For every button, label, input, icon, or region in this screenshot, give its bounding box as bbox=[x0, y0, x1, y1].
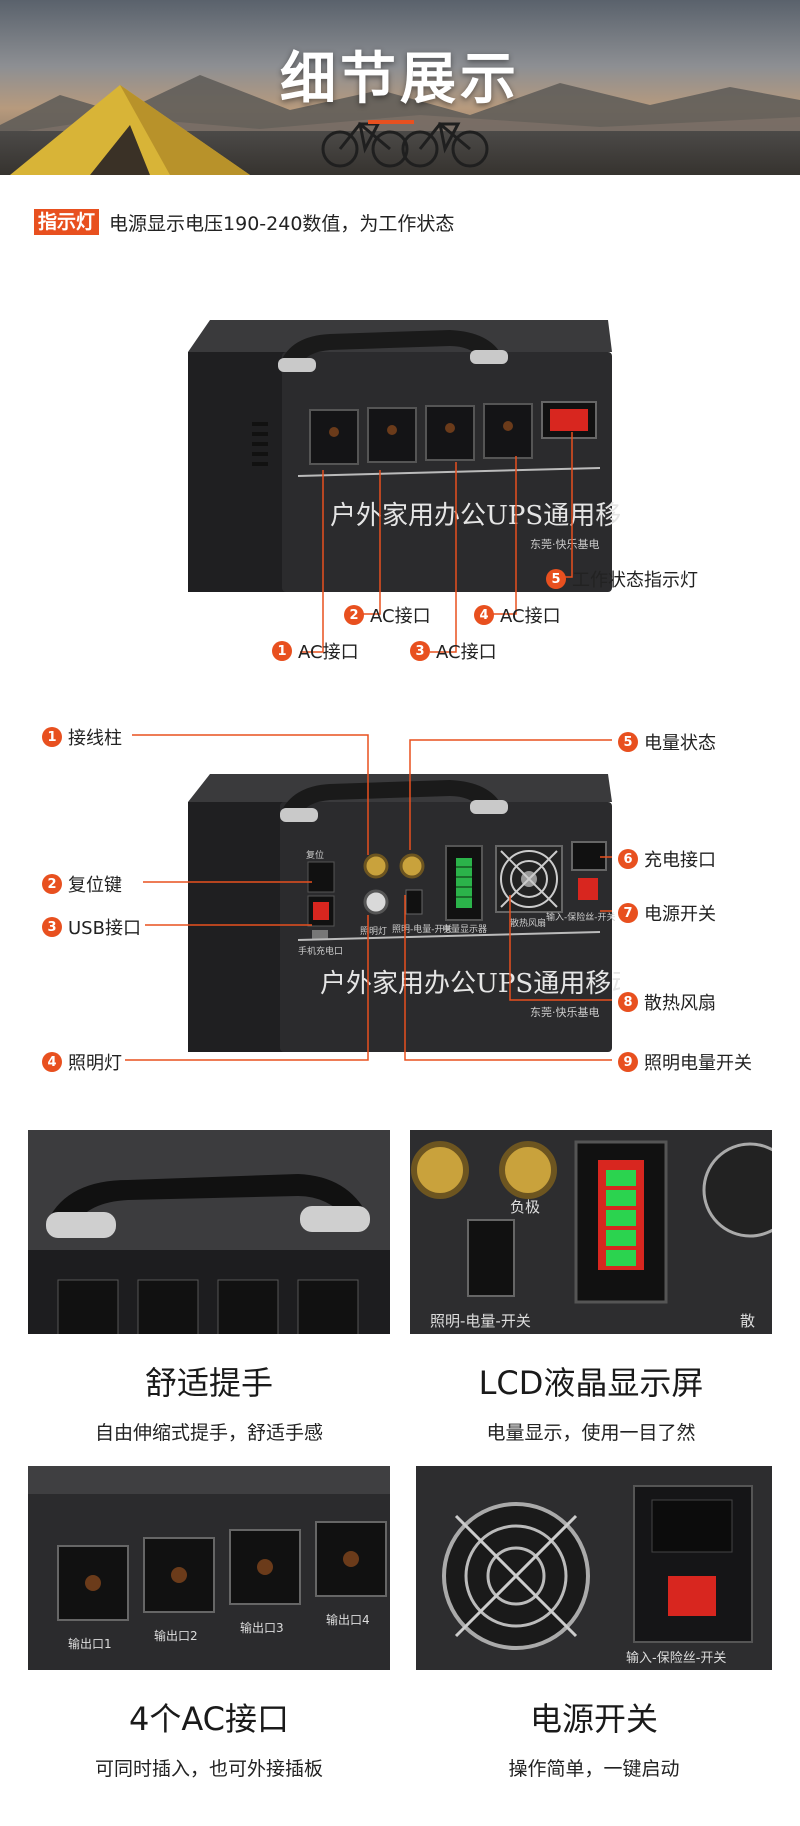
back-callout-7: 7 电源开关 bbox=[618, 900, 716, 926]
feature-subtitle: 可同时插入，也可外接插板 bbox=[94, 1758, 323, 1780]
callout-number: 2 bbox=[42, 874, 62, 894]
back-panel-text-usb: 手机充电口 bbox=[298, 945, 343, 957]
feature-photo-lcd: 负极 照明-电量-开关 散 bbox=[410, 1130, 772, 1334]
front-device-image: 户外家用办公UPS通用移动电源 东莞·快乐基电 bbox=[188, 320, 620, 592]
callout-label: AC接口 bbox=[370, 606, 431, 627]
feature-photo-handle bbox=[28, 1130, 390, 1334]
feature-handle: 舒适提手 自由伸缩式提手，舒适手感 bbox=[28, 1130, 390, 1445]
hero-banner: 细节展示 bbox=[0, 0, 800, 175]
back-callout-1: 1 接线柱 bbox=[42, 724, 122, 750]
feature-photo-power-switch: 输入-保险丝-开关 bbox=[416, 1466, 772, 1670]
callout-label: 复位键 bbox=[68, 875, 122, 896]
callout-label: USB接口 bbox=[68, 918, 141, 939]
bicycles-graphic bbox=[321, 121, 489, 168]
feature-subtitle: 操作简单，一键启动 bbox=[508, 1758, 680, 1780]
back-callout-2: 2 复位键 bbox=[42, 871, 122, 897]
callout-label: 接线柱 bbox=[68, 728, 122, 749]
callout-number: 3 bbox=[42, 917, 62, 937]
callout-number: 3 bbox=[410, 641, 430, 661]
callout-label: 照明电量开关 bbox=[644, 1053, 752, 1074]
callout-label: 散热风扇 bbox=[644, 993, 716, 1014]
power-switch-photo-graphic: 输入-保险丝-开关 bbox=[416, 1466, 772, 1670]
feature-title: LCD液晶显示屏 bbox=[478, 1364, 704, 1402]
callout-label: AC接口 bbox=[436, 642, 497, 663]
lcd-photo-text-switch: 照明-电量-开关 bbox=[430, 1312, 531, 1330]
back-panel-text-input: 输入-保险丝-开关 bbox=[546, 911, 616, 923]
page-title: 细节展示 bbox=[280, 47, 520, 112]
front-callout-4: 4 AC接口 bbox=[474, 602, 561, 628]
callout-number: 7 bbox=[618, 903, 638, 923]
feature-subtitle: 自由伸缩式提手，舒适手感 bbox=[94, 1422, 323, 1444]
feature-title: 舒适提手 bbox=[144, 1364, 273, 1402]
back-panel-text-reset: 复位 bbox=[306, 849, 324, 861]
callout-label: AC接口 bbox=[500, 606, 561, 627]
callout-number: 6 bbox=[618, 849, 638, 869]
back-callout-6: 6 充电接口 bbox=[618, 846, 716, 872]
callout-label: 充电接口 bbox=[644, 850, 716, 871]
callout-number: 4 bbox=[474, 605, 494, 625]
callout-label: 工作状态指示灯 bbox=[572, 570, 698, 591]
lcd-photo-graphic: 负极 照明-电量-开关 散 bbox=[410, 1130, 772, 1334]
callout-label: AC接口 bbox=[298, 642, 359, 663]
socket-photo-label-3: 输出口3 bbox=[240, 1620, 284, 1635]
sockets-photo-graphic: 输出口1 输出口2 输出口3 输出口4 bbox=[28, 1466, 390, 1670]
front-callout-2: 2 AC接口 bbox=[344, 602, 431, 628]
callout-number: 8 bbox=[618, 992, 638, 1012]
feature-ac-sockets: 输出口1 输出口2 输出口3 输出口4 4个AC接口 可同时插入，也可外接插板 bbox=[28, 1466, 390, 1781]
back-callout-9: 9 照明电量开关 bbox=[618, 1049, 752, 1075]
indicator-description: 指示灯 电源显示电压190-240数值，为工作状态 bbox=[34, 208, 454, 236]
callout-number: 9 bbox=[618, 1052, 638, 1072]
back-callout-8: 8 散热风扇 bbox=[618, 989, 716, 1015]
callout-label: 电源开关 bbox=[644, 904, 716, 925]
feature-power-switch: 输入-保险丝-开关 电源开关 操作简单，一键启动 bbox=[416, 1466, 772, 1781]
indicator-tag: 指示灯 bbox=[34, 209, 100, 235]
socket-photo-label-1: 输出口1 bbox=[68, 1636, 112, 1651]
back-callout-3: 3 USB接口 bbox=[42, 914, 141, 940]
front-callout-1: 1 AC接口 bbox=[272, 638, 359, 664]
callout-number: 5 bbox=[546, 569, 566, 589]
back-panel-label: 户外家用办公UPS通用移动电源 bbox=[320, 969, 620, 999]
callout-number: 5 bbox=[618, 732, 638, 752]
callout-number: 2 bbox=[344, 605, 364, 625]
front-panel-label: 户外家用办公UPS通用移动电源 bbox=[330, 501, 620, 531]
front-callout-5: 5 工作状态指示灯 bbox=[546, 566, 698, 592]
handle-photo-graphic bbox=[28, 1130, 390, 1334]
feature-subtitle: 电量显示，使用一目了然 bbox=[486, 1422, 696, 1444]
callout-label: 电量状态 bbox=[644, 733, 716, 754]
feature-title: 4个AC接口 bbox=[128, 1700, 290, 1738]
back-brand-label: 东莞·快乐基电 bbox=[530, 1006, 600, 1019]
front-brand-label: 东莞·快乐基电 bbox=[530, 538, 600, 551]
indicator-text: 电源显示电压190-240数值，为工作状态 bbox=[109, 212, 455, 235]
socket-photo-label-4: 输出口4 bbox=[326, 1612, 370, 1627]
lcd-photo-text-fan: 散 bbox=[740, 1312, 755, 1330]
title-underline bbox=[368, 120, 414, 124]
back-device-image: 复位 手机充电口 照明灯 照明-电量-开关 电量显示器 散热风扇 输入-保险丝-… bbox=[188, 774, 620, 1052]
callout-number: 4 bbox=[42, 1052, 62, 1072]
power-photo-text: 输入-保险丝-开关 bbox=[626, 1650, 726, 1666]
back-panel-text-fan: 散热风扇 bbox=[510, 917, 546, 929]
socket-photo-label-2: 输出口2 bbox=[154, 1628, 198, 1643]
callout-number: 1 bbox=[272, 641, 292, 661]
callout-label: 照明灯 bbox=[68, 1053, 122, 1074]
tent-graphic bbox=[10, 85, 250, 175]
callout-number: 1 bbox=[42, 727, 62, 747]
front-callout-3: 3 AC接口 bbox=[410, 638, 497, 664]
lcd-photo-text-negative: 负极 bbox=[510, 1198, 540, 1216]
back-panel-text-light: 照明灯 bbox=[360, 926, 387, 937]
feature-photo-sockets: 输出口1 输出口2 输出口3 输出口4 bbox=[28, 1466, 390, 1670]
back-callout-4: 4 照明灯 bbox=[42, 1049, 122, 1075]
back-callout-5: 5 电量状态 bbox=[618, 729, 716, 755]
back-panel-text-lcd: 电量显示器 bbox=[442, 923, 487, 935]
feature-lcd: 负极 照明-电量-开关 散 LCD液晶显示屏 电量显示，使用一目了然 bbox=[410, 1130, 772, 1445]
feature-title: 电源开关 bbox=[529, 1700, 658, 1738]
